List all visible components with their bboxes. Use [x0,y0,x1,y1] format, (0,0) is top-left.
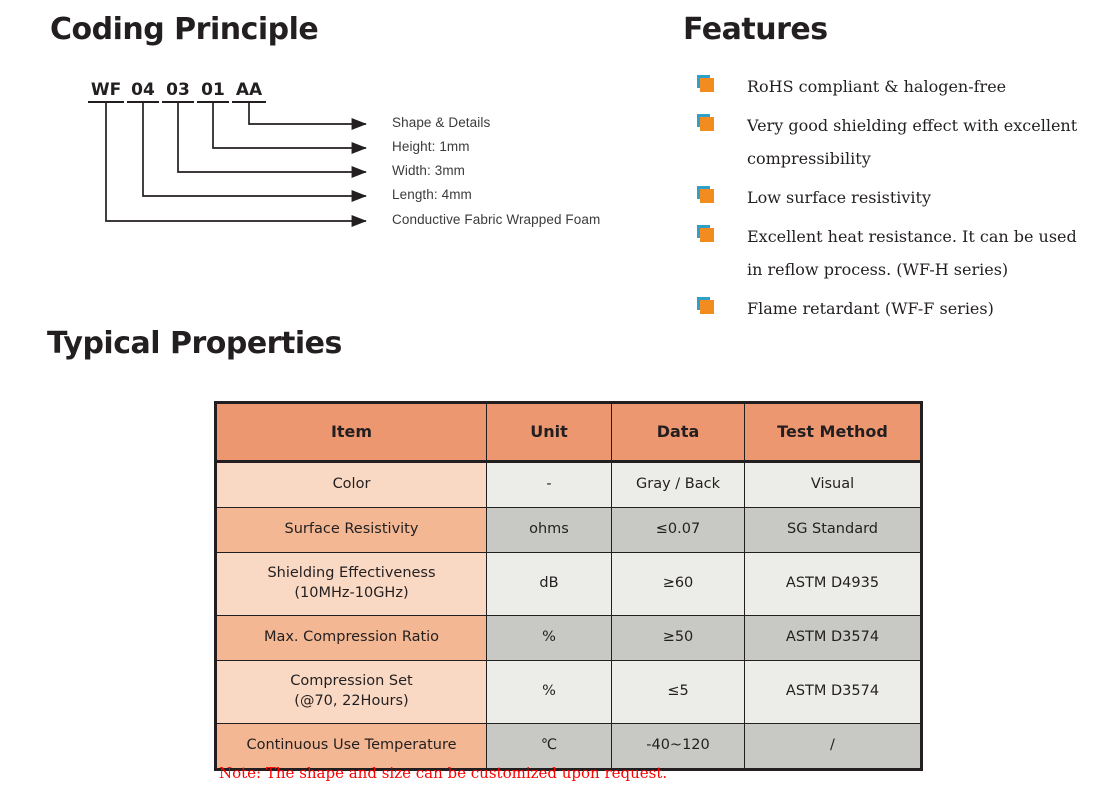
page-title-features: Features [683,12,828,47]
feature-text: Very good shielding effect with excellen… [747,116,1078,168]
feature-item: Very good shielding effect with excellen… [697,109,1097,175]
leader-line-1 [212,103,367,154]
leader-label-4: Conductive Fabric Wrapped Foam [392,212,601,227]
page-title-coding-principle: Coding Principle [50,12,319,47]
coding-leader-lines [105,103,367,227]
cell-item: Continuous Use Temperature [215,723,487,770]
cell-data: ≥60 [611,552,745,616]
cell-unit: dB [486,552,612,616]
cell-data: -40~120 [611,723,745,770]
column-header-data: Data [611,402,745,463]
feature-item: Excellent heat resistance. It can be use… [697,220,1097,286]
column-header-unit: Unit [486,402,612,463]
bullet-square-icon [697,297,717,319]
table-row: Continuous Use Temperature℃-40~120/ [215,723,922,770]
cell-item: Compression Set(@70, 22Hours) [215,660,487,724]
cell-test-method: Visual [744,461,922,508]
code-segment-01: 01 [197,80,229,103]
table-note: Note: The shape and size can be customiz… [219,764,668,782]
table-row: Shielding Effectiveness(10MHz-10GHz)dB≥6… [215,552,922,616]
column-header-test-method: Test Method [744,402,922,463]
cell-unit: % [486,660,612,724]
cell-item: Max. Compression Ratio [215,615,487,661]
cell-data: Gray / Back [611,461,745,508]
cell-unit: % [486,615,612,661]
code-segment-aa: AA [232,80,266,103]
feature-text: RoHS compliant & halogen-free [747,77,1007,96]
bullet-square-icon [697,114,717,136]
cell-item: Surface Resistivity [215,507,487,553]
leader-line-4 [105,103,367,227]
typical-properties-table: Item Unit Data Test Method Color-Gray / … [214,401,923,771]
cell-data: ≤5 [611,660,745,724]
feature-text: Flame retardant (WF-F series) [747,299,994,318]
leader-label-2: Width: 3mm [392,163,466,178]
code-segment-04: 04 [127,80,159,103]
cell-test-method: ASTM D4935 [744,552,922,616]
leader-label-3: Length: 4mm [392,187,472,202]
feature-item: RoHS compliant & halogen-free [697,70,1097,103]
code-segment-03: 03 [162,80,194,103]
leader-label-0: Shape & Details [392,115,491,130]
cell-item: Color [215,461,487,508]
leader-line-2 [177,103,367,178]
page-title-typical-properties: Typical Properties [47,326,342,361]
cell-test-method: ASTM D3574 [744,660,922,724]
feature-item: Flame retardant (WF-F series) [697,292,1097,325]
cell-unit: ℃ [486,723,612,770]
leader-label-1: Height: 1mm [392,139,470,154]
feature-text: Excellent heat resistance. It can be use… [747,227,1077,279]
feature-text: Low surface resistivity [747,188,932,207]
cell-test-method: / [744,723,922,770]
code-segment-wf: WF [88,80,124,103]
cell-item: Shielding Effectiveness(10MHz-10GHz) [215,552,487,616]
leader-line-0 [248,103,367,130]
cell-unit: ohms [486,507,612,553]
cell-data: ≥50 [611,615,745,661]
bullet-square-icon [697,75,717,97]
cell-test-method: SG Standard [744,507,922,553]
feature-item: Low surface resistivity [697,181,1097,214]
cell-unit: - [486,461,612,508]
cell-data: ≤0.07 [611,507,745,553]
bullet-square-icon [697,225,717,247]
table-header-row: Item Unit Data Test Method [215,402,922,463]
leader-line-3 [142,103,367,202]
cell-test-method: ASTM D3574 [744,615,922,661]
bullet-square-icon [697,186,717,208]
column-header-item: Item [215,402,487,463]
